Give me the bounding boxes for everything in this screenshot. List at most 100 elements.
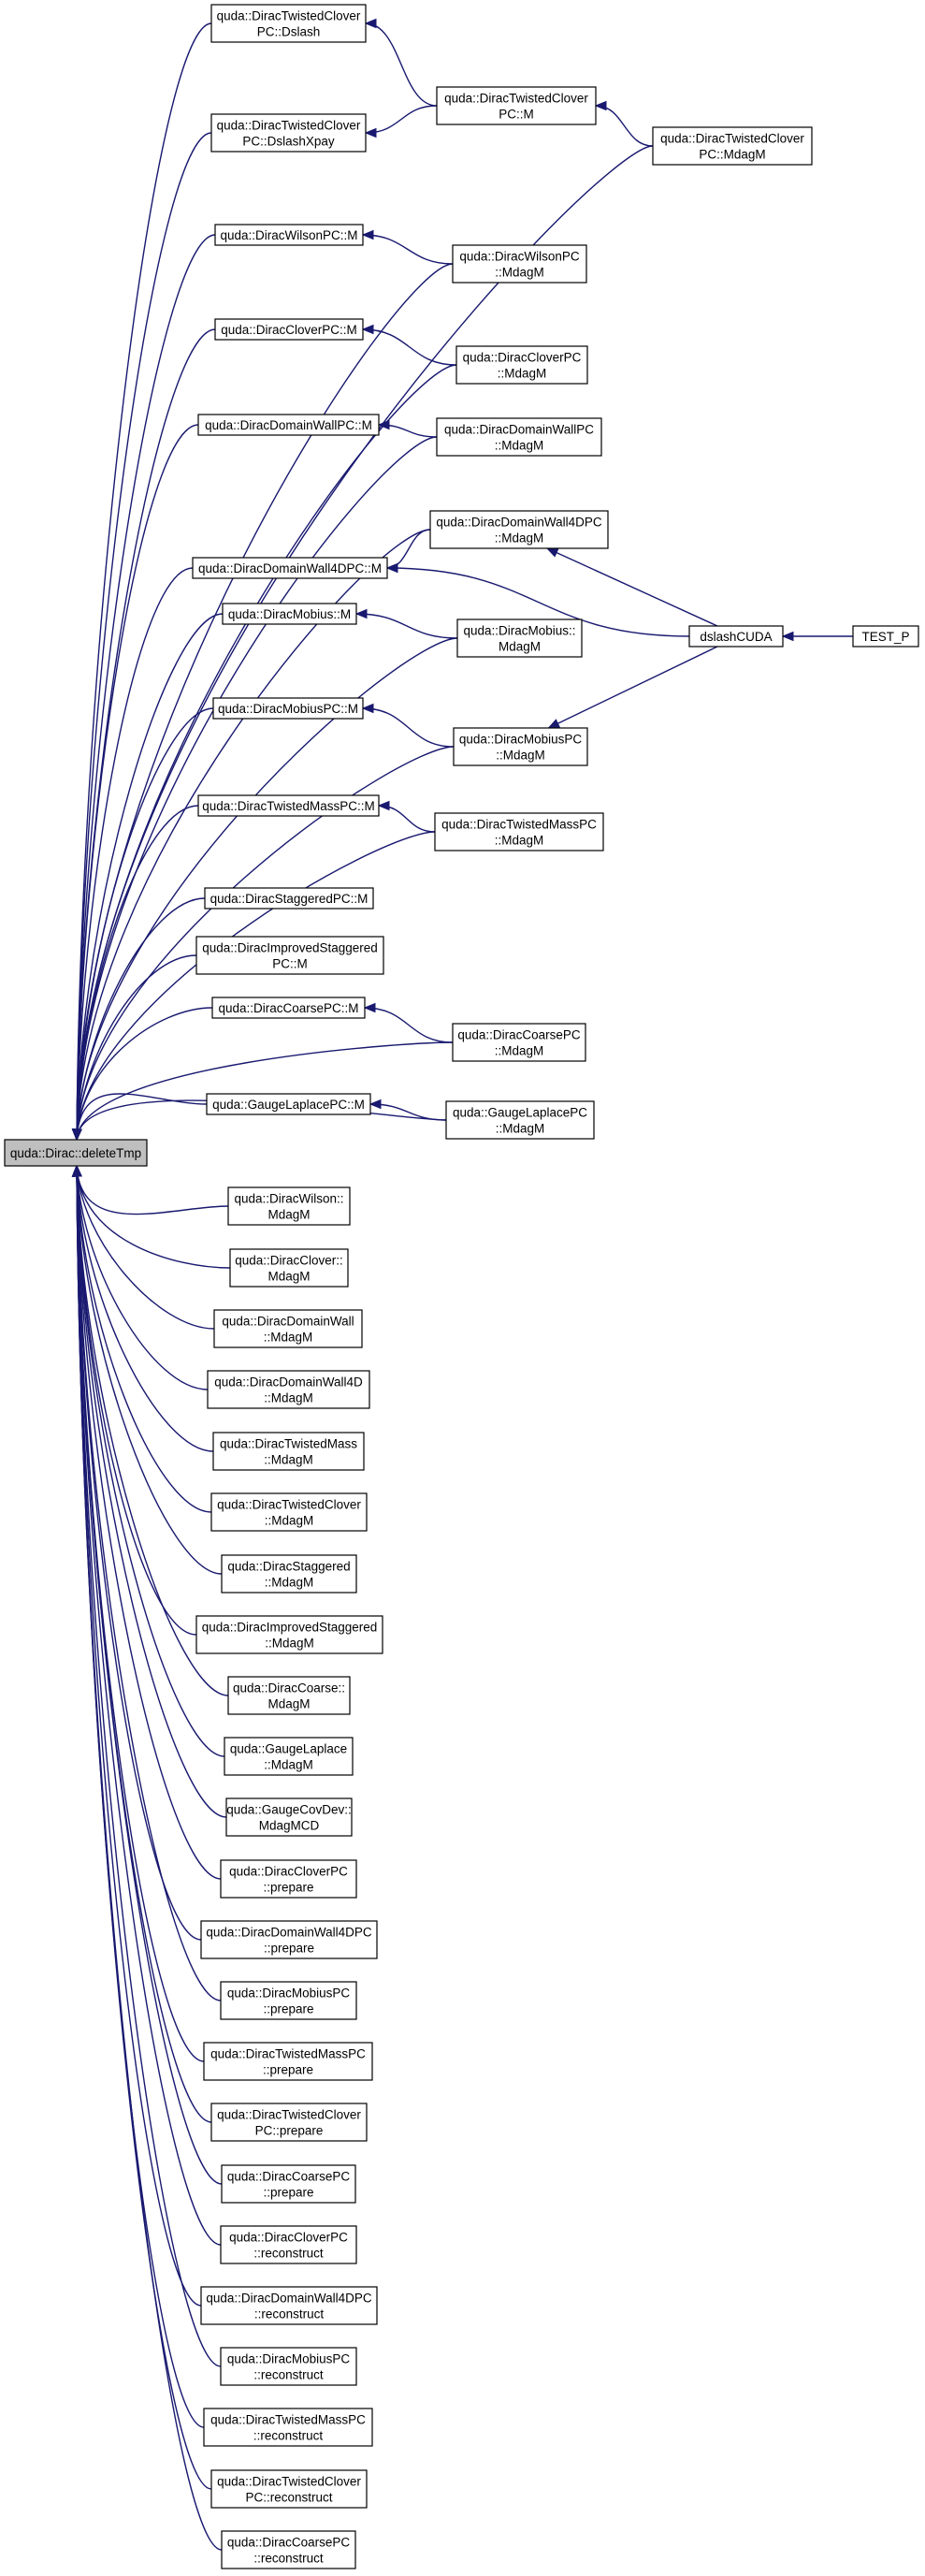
graph-node[interactable]: quda::DiracMobiusPC::prepare — [220, 1981, 357, 2020]
graph-node[interactable]: quda::DiracDomainWall4DPC::M — [192, 557, 388, 579]
edge-coarsepc_m-to-root — [76, 1007, 213, 1141]
edge-gl_mdagm-to-root — [76, 1165, 225, 1757]
node-box — [210, 4, 367, 43]
node-label: quda::DiracTwistedClover — [217, 119, 361, 133]
node-label: quda::DiracCoarsePC — [457, 1028, 581, 1042]
graph-node[interactable]: quda::DiracDomainWall4DPC::MdagM — [429, 510, 609, 549]
arrow-dslashcuda-to-mobiuspc_mdagm — [547, 719, 561, 729]
node-label: MdagM — [267, 1697, 310, 1711]
graph-node[interactable]: quda::DiracMobiusPC::reconstruct — [220, 2347, 357, 2386]
node-label: quda::DiracTwistedMassPC::M — [202, 799, 375, 813]
graph-node[interactable]: quda::DiracDomainWallPC::MdagM — [436, 417, 602, 457]
graph-node[interactable]: quda::DiracDomainWallPC::M — [197, 414, 380, 436]
arrow-dslashcuda-to-dw4dpc_m — [385, 562, 398, 574]
graph-node[interactable]: quda::DiracMobius::MdagM — [456, 619, 583, 658]
node-box — [225, 1797, 353, 1837]
node-label: MdagM — [267, 1208, 310, 1222]
graph-node[interactable]: quda::DiracWilsonPC::M — [214, 224, 364, 246]
node-box — [688, 625, 784, 648]
graph-node[interactable]: quda::DiracMobius::M — [222, 603, 357, 625]
node-label: ::prepare — [263, 2002, 313, 2016]
arrow-dwpc_mdagm-to-dwpc_m — [377, 419, 390, 430]
graph-node[interactable]: quda::DiracTwistedMassPC::MdagM — [434, 812, 604, 851]
graph-node[interactable]: quda::DiracImprovedStaggered::MdagM — [195, 1615, 383, 1654]
node-box — [221, 1554, 357, 1594]
graph-node[interactable]: quda::DiracDomainWall4D::MdagM — [207, 1370, 370, 1409]
arrow-glpc_mdagm-to-glpc_m — [369, 1099, 382, 1110]
graph-node[interactable]: quda::DiracDomainWall4DPC::prepare — [200, 1920, 378, 1959]
graph-node[interactable]: quda::DiracCoarsePC::prepare — [221, 2164, 356, 2204]
node-box — [210, 2469, 368, 2509]
edges-layer — [71, 18, 853, 2551]
graph-node[interactable]: quda::GaugeLaplace::MdagM — [224, 1737, 354, 1776]
node-box — [445, 1100, 595, 1140]
node-box — [224, 1737, 354, 1776]
node-label: quda::DiracDomainWall4DPC::M — [198, 561, 382, 575]
node-label: ::reconstruct — [253, 2552, 324, 2566]
node-label: quda::DiracCoarse:: — [233, 1681, 345, 1696]
node-box — [204, 887, 374, 910]
node-label: quda::DiracWilsonPC — [459, 250, 580, 264]
graph-node[interactable]: quda::DiracMobiusPC::MdagM — [453, 727, 588, 766]
node-label: quda::DiracDomainWall4DPC — [206, 1926, 372, 1940]
graph-node[interactable]: quda::DiracCloverPC::prepare — [220, 1859, 357, 1899]
graph-node[interactable]: quda::DiracStaggered::MdagM — [221, 1554, 357, 1594]
graph-node[interactable]: quda::DiracCoarse::MdagM — [227, 1676, 351, 1715]
node-box — [207, 1370, 370, 1409]
graph-node[interactable]: quda::DiracMobiusPC::M — [212, 697, 364, 720]
node-label: quda::DiracCoarsePC — [227, 2536, 351, 2550]
node-box — [220, 2225, 357, 2264]
node-label: quda::DiracStaggeredPC::M — [210, 892, 369, 906]
graph-node[interactable]: quda::DiracTwistedMass::MdagM — [212, 1432, 365, 1471]
edge-wilsonpc_m-to-root — [76, 234, 216, 1141]
node-box — [455, 345, 588, 385]
node-box — [221, 2164, 356, 2204]
graph-node[interactable]: TEST_P — [852, 625, 919, 648]
arrow-cloverpc_mdagm-to-cloverpc_m — [361, 324, 374, 335]
graph-node[interactable]: quda::DiracTwistedMassPC::M — [197, 794, 380, 817]
arrow-wilsonpc_mdagm-to-wilsonpc_m — [361, 229, 374, 240]
graph-node[interactable]: quda::GaugeCovDev::MdagMCD — [225, 1797, 353, 1837]
root-node[interactable]: quda::Dirac::deleteTmp — [4, 1139, 148, 1167]
graph-node[interactable]: quda::DiracClover::MdagM — [229, 1248, 349, 1288]
node-label: quda::DiracTwistedClover — [217, 2475, 361, 2489]
node-label: quda::DiracImprovedStaggered — [202, 941, 378, 955]
node-label: quda::DiracDomainWall4D — [214, 1375, 363, 1390]
graph-node[interactable]: quda::DiracCloverPC::M — [214, 318, 364, 341]
graph-node[interactable]: dslashCUDA — [688, 625, 784, 648]
node-box — [220, 1981, 357, 2020]
node-label: ::MdagM — [498, 367, 547, 381]
node-label: quda::DiracCloverPC — [463, 351, 582, 365]
nodes-layer: quda::Dirac::deleteTmpquda::DiracTwisted… — [4, 4, 919, 2569]
graph-node[interactable]: quda::DiracTwistedMassPC::reconstruct — [203, 2408, 373, 2447]
arrow-twcl_mdagm-to-twcl_m — [594, 100, 607, 111]
graph-node[interactable]: quda::DiracCoarsePC::MdagM — [452, 1023, 586, 1062]
node-label: PC::Dslash — [257, 25, 321, 39]
graph-node[interactable]: quda::DiracTwistedClover::MdagM — [210, 1492, 368, 1532]
graph-node[interactable]: quda::GaugeLaplacePC::M — [206, 1093, 371, 1115]
node-label: PC::M — [499, 108, 534, 122]
graph-node[interactable]: quda::DiracDomainWall::MdagM — [213, 1309, 363, 1348]
graph-node[interactable]: quda::DiracStaggeredPC::M — [204, 887, 374, 910]
graph-node[interactable]: quda::DiracCloverPC::reconstruct — [220, 2225, 357, 2264]
graph-node[interactable]: quda::GaugeLaplacePC::MdagM — [445, 1100, 595, 1140]
node-box — [4, 1139, 148, 1167]
node-label: quda::DiracCloverPC::M — [221, 323, 357, 337]
graph-node[interactable]: quda::DiracCoarsePC::M — [211, 997, 366, 1019]
graph-node[interactable]: quda::DiracWilson::MdagM — [227, 1186, 351, 1226]
node-box — [214, 224, 364, 246]
graph-node[interactable]: quda::DiracTwistedMassPC::prepare — [203, 2042, 373, 2081]
graph-node[interactable]: quda::DiracDomainWall4DPC::reconstruct — [200, 2286, 378, 2325]
graph-node[interactable]: quda::DiracCloverPC::MdagM — [455, 345, 588, 385]
node-label: quda::DiracTwistedClover — [217, 9, 361, 23]
graph-node[interactable]: quda::DiracCoarsePC::reconstruct — [221, 2530, 356, 2569]
graph-node[interactable]: quda::DiracWilsonPC::MdagM — [452, 244, 587, 284]
node-label: quda::DiracMobiusPC — [227, 1987, 351, 2001]
